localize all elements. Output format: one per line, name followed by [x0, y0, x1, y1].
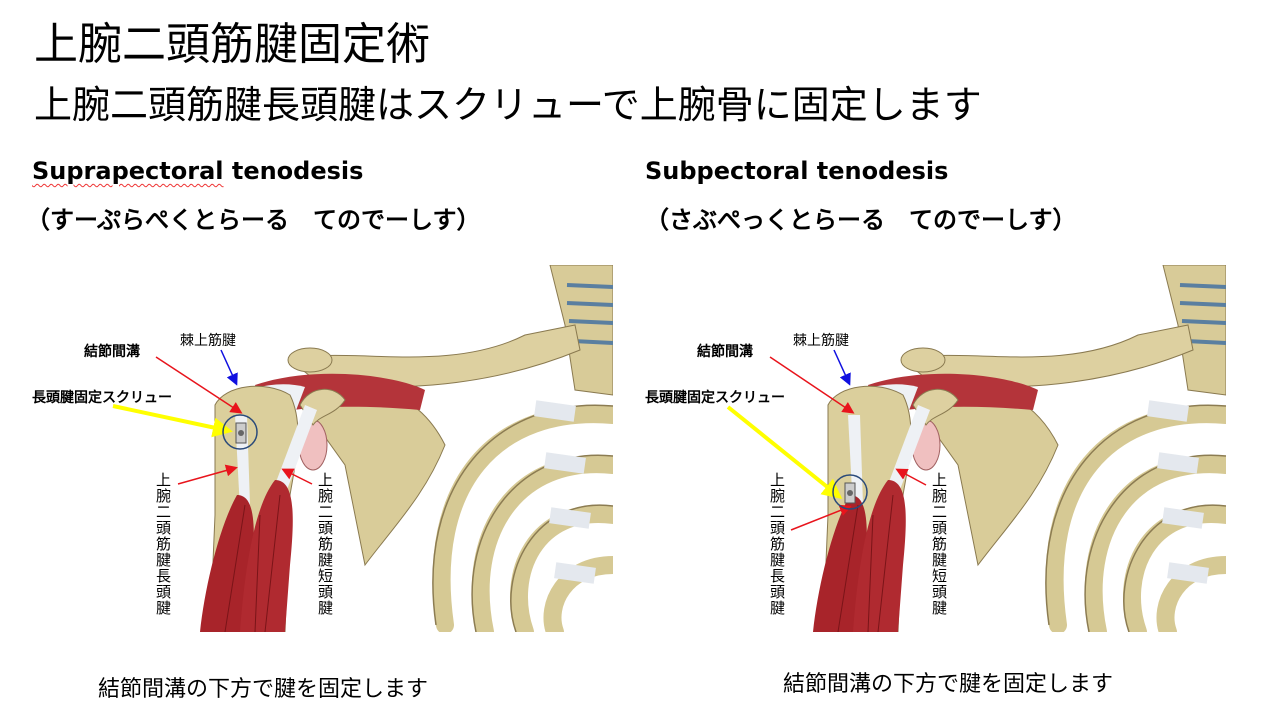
left-heading-word: Suprapectoral: [32, 157, 224, 185]
left-label-screw: 長頭腱固定スクリュー: [32, 390, 172, 406]
right-label-long-head: 上腕二頭筋腱長頭腱: [768, 472, 786, 616]
subpectoral-illustration: [808, 265, 1226, 632]
slide-subtitle: 上腕二頭筋腱長頭腱はスクリューで上腕骨に固定します: [34, 83, 982, 127]
left-label-supraspinatus: 棘上筋腱: [180, 333, 236, 349]
left-heading: Suprapectoral tenodesis: [32, 157, 363, 185]
left-caption: 結節間溝の下方で腱を固定します: [98, 677, 429, 702]
right-reading: （さぶぺっくとらーる てのでーしす）: [645, 206, 1077, 234]
right-label-groove: 結節間溝: [697, 344, 753, 360]
right-caption: 結節間溝の下方で腱を固定します: [783, 672, 1114, 697]
right-label-screw: 長頭腱固定スクリュー: [645, 390, 785, 406]
left-label-long-head: 上腕二頭筋腱長頭腱: [154, 472, 172, 616]
suprapectoral-illustration: [195, 265, 613, 632]
left-heading-rest: tenodesis: [223, 157, 364, 185]
slide-title: 上腕二頭筋腱固定術: [34, 19, 430, 70]
right-label-short-head: 上腕二頭筋腱短頭腱: [930, 472, 948, 616]
right-heading: Subpectoral tenodesis: [645, 157, 949, 185]
left-reading: （すーぷらぺくとらーる てのでーしす）: [26, 206, 481, 234]
right-label-supraspinatus: 棘上筋腱: [793, 333, 849, 349]
left-label-short-head: 上腕二頭筋腱短頭腱: [316, 472, 334, 616]
left-label-groove: 結節間溝: [84, 344, 140, 360]
